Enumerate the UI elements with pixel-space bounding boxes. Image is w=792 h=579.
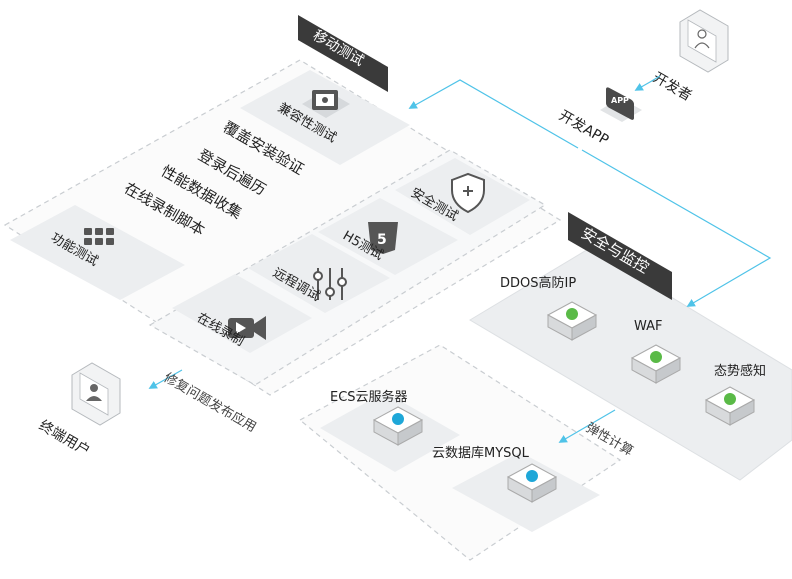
connector-mobile-to-user [148,369,183,389]
end-user-icon [86,384,102,401]
firewall-icon [650,351,662,363]
plate-functional [10,205,185,300]
plate-compat [240,70,410,165]
cloud-server-icon [392,413,404,425]
ecs-label: ECS云服务器 [330,389,408,405]
mysql-label: 云数据库MYSQL [432,445,530,461]
connector-app-to-security [581,149,772,307]
end-user-box [71,362,121,426]
waf-node [630,344,682,384]
sliders-icon [313,268,347,300]
connector-elastic [558,409,616,443]
developer-box [679,9,729,73]
html5-icon: 5 [368,222,398,254]
database-icon [526,470,538,482]
situation-label: 态势感知 [714,363,766,379]
connector-dev-to-app [634,75,661,91]
connector-app-to-mobile [408,79,579,149]
ddos-node [546,301,598,341]
compat-test-icon [302,90,350,118]
functional-test-icon [84,228,114,245]
svg-text:5: 5 [377,232,387,248]
waf-label: WAF [634,319,663,334]
ecs-node [372,406,424,446]
mysql-node [506,463,558,503]
developer-icon [694,29,710,49]
end-user-label: 终端用户 [36,417,93,460]
developer-app-label: 开发APP [556,108,611,149]
svg-text:APP: APP [611,96,629,105]
plate-online-record [172,274,312,353]
ddos-label: DDOS高防IP [500,275,576,291]
shield-icon [451,172,485,214]
situation-node [704,386,756,426]
developer-label: 开发者 [650,70,694,105]
security-plate [469,247,792,481]
gear-icon [566,308,578,320]
video-camera-icon [228,316,266,340]
connectors [148,75,772,443]
app-icon: APP [600,87,642,122]
radar-icon [724,393,736,405]
